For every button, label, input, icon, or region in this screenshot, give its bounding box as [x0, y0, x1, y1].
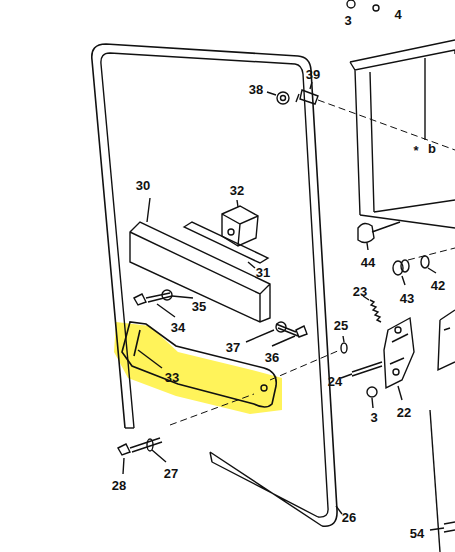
door-frame — [92, 44, 337, 526]
leader-line — [336, 506, 342, 514]
washer — [341, 343, 347, 353]
callout-number: 43 — [399, 291, 415, 306]
callout-number: 30 — [135, 178, 151, 193]
center-line — [408, 248, 455, 260]
callout-number: 3 — [369, 410, 378, 425]
latch — [384, 318, 414, 388]
leader-line — [367, 243, 368, 250]
callout-number: 22 — [396, 405, 412, 420]
knob — [358, 222, 400, 243]
leader-line — [343, 336, 344, 342]
nut — [281, 96, 286, 101]
callout-number: 23 — [352, 284, 368, 299]
callout-number: 33 — [164, 370, 180, 385]
bracket — [130, 222, 270, 322]
leader-line — [267, 82, 312, 95]
callout-number: 37 — [225, 340, 241, 355]
callout-number: b — [427, 141, 437, 156]
callout-number: 3 — [343, 13, 352, 28]
callout-number: 42 — [430, 278, 446, 293]
hole — [395, 327, 401, 333]
leader-line — [123, 450, 166, 474]
washer — [147, 439, 153, 451]
lock-block — [222, 206, 258, 246]
spring — [370, 300, 381, 322]
callout-number: 39 — [305, 67, 321, 82]
callout-number: 27 — [163, 466, 179, 481]
washer — [276, 322, 286, 332]
leader-line — [157, 296, 193, 317]
callout-number: 4 — [393, 7, 402, 22]
callout-number: 32 — [229, 183, 245, 198]
hole — [228, 229, 234, 235]
nut — [277, 92, 289, 104]
window-frame — [350, 40, 455, 215]
leader-line — [372, 398, 373, 408]
leader-line — [398, 386, 402, 400]
hole — [393, 369, 399, 375]
screw — [296, 90, 318, 104]
leader-line — [424, 58, 425, 140]
callout-number: 36 — [264, 350, 280, 365]
leader-line — [138, 350, 162, 368]
screw — [430, 522, 455, 532]
callout-number: 38 — [248, 82, 264, 97]
washer — [421, 256, 429, 268]
highlight — [114, 322, 282, 414]
leader-line — [248, 262, 255, 268]
callout-number: 24 — [327, 374, 343, 389]
bushing — [401, 260, 409, 272]
callout-number: 31 — [255, 265, 271, 280]
latch-plate — [438, 310, 455, 370]
door-frame — [101, 53, 328, 517]
screw — [134, 293, 172, 305]
screw — [347, 0, 355, 8]
leader-line — [237, 200, 238, 207]
leader-line — [147, 198, 150, 222]
window-frame — [360, 200, 455, 228]
washer — [373, 5, 379, 11]
callout-number: * — [412, 143, 419, 158]
nut — [367, 387, 377, 397]
door-frame — [125, 427, 134, 428]
center-line — [170, 350, 340, 425]
plate — [184, 222, 268, 263]
panel-edge — [360, 300, 440, 552]
callout-number: 28 — [111, 478, 127, 493]
callout-number: 34 — [170, 320, 186, 335]
callout-number: 25 — [333, 318, 349, 333]
leader-line — [246, 330, 295, 346]
leader-line — [341, 374, 352, 378]
callout-number: 35 — [191, 299, 207, 314]
pin — [352, 362, 382, 376]
callout-number: 44 — [360, 255, 376, 270]
screw — [276, 324, 307, 337]
callout-number: 26 — [341, 510, 357, 525]
hole — [261, 385, 267, 391]
washer — [162, 290, 172, 300]
callout-number: 54 — [409, 526, 425, 541]
bottom-channel — [210, 452, 322, 526]
